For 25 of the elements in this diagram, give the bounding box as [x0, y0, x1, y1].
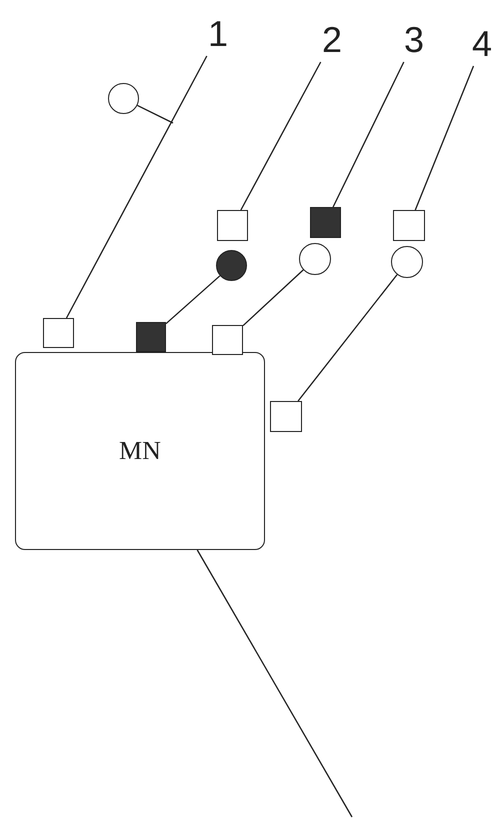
leader-line [332, 62, 404, 208]
leader-line [66, 56, 208, 318]
circle-symbol [299, 243, 331, 275]
callout-number: 1 [205, 14, 231, 56]
square-symbol [217, 210, 248, 241]
callout-number: 3 [400, 20, 428, 62]
module-box: MN [15, 352, 265, 550]
square-symbol [136, 322, 166, 352]
square-symbol [270, 401, 302, 432]
leader-line [414, 66, 474, 210]
square-symbol [212, 325, 243, 355]
callout-number: 4 [468, 24, 496, 66]
connector-line [196, 550, 353, 818]
circle-symbol [108, 83, 139, 114]
connector-line [137, 104, 174, 124]
square-symbol [43, 318, 74, 348]
circle-symbol [216, 250, 247, 281]
connector-line [298, 274, 398, 402]
square-symbol [310, 207, 341, 238]
leader-line [240, 62, 322, 210]
callout-number: 2 [318, 20, 346, 62]
connector-line [166, 275, 220, 324]
circle-symbol [391, 246, 423, 278]
square-symbol [393, 210, 425, 241]
connector-line [242, 269, 304, 326]
